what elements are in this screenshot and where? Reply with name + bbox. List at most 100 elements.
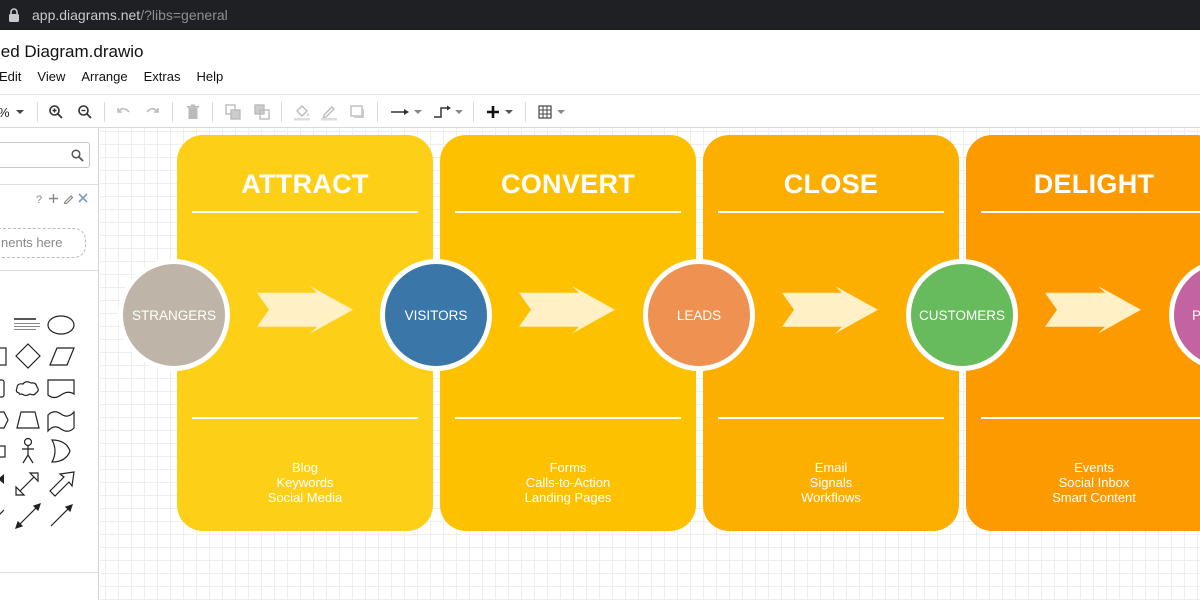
zoom-in-button[interactable]: [48, 103, 64, 121]
divider: [455, 417, 681, 419]
chevron-down-icon: [505, 109, 513, 114]
stage-item: Blog: [291, 460, 319, 475]
delete-button[interactable]: [186, 103, 200, 121]
paint-bucket-icon: [294, 105, 310, 121]
ellipse-shape[interactable]: [47, 315, 75, 335]
connection-style-button[interactable]: [390, 103, 422, 121]
process-shape[interactable]: [0, 445, 6, 458]
bidirectional-arrow-shape[interactable]: [15, 472, 39, 496]
or-shape[interactable]: [50, 439, 71, 463]
menu-view[interactable]: View: [37, 69, 66, 84]
flow-arrow-icon[interactable]: [782, 286, 878, 334]
diamond-shape[interactable]: [15, 343, 41, 369]
cloud-shape[interactable]: [15, 381, 39, 397]
arrow-right-icon: [391, 109, 409, 115]
arrow-shape[interactable]: [0, 474, 4, 484]
diagram-canvas[interactable]: ATTRACT Blog Keywords Social Media CONVE…: [100, 128, 1200, 600]
address-bar[interactable]: app.diagrams.net/?libs=general: [0, 0, 1200, 30]
stage-items: Email Signals Workflows: [703, 460, 959, 505]
flow-arrow-icon[interactable]: [257, 286, 353, 334]
stage-circle-customers[interactable]: CUSTOMERS: [906, 259, 1018, 371]
edit-icon[interactable]: [63, 193, 74, 204]
trash-icon: [187, 104, 199, 119]
hexagon-shape[interactable]: [0, 411, 9, 429]
menu-arrange[interactable]: Arrange: [81, 69, 128, 84]
separator: [525, 102, 526, 122]
separator: [172, 102, 173, 122]
stage-circle-visitors[interactable]: VISITORS: [380, 259, 492, 371]
zoom-out-icon: [78, 105, 92, 119]
tape-shape[interactable]: [47, 410, 75, 433]
cylinder-shape[interactable]: [0, 379, 5, 398]
stage-item: Events: [1074, 460, 1114, 475]
waypoints-button[interactable]: [433, 103, 463, 121]
stage-item: Smart Content: [1052, 490, 1136, 505]
menu-help[interactable]: Help: [196, 69, 224, 84]
table-button[interactable]: [538, 103, 565, 121]
stage-items: Blog Keywords Social Media: [177, 460, 433, 505]
trapezoid-shape[interactable]: [16, 411, 40, 429]
menu-edit[interactable]: Edit: [0, 69, 22, 84]
document-title[interactable]: led Diagram.drawio: [0, 42, 144, 61]
bidirectional-connector-shape[interactable]: [15, 503, 41, 529]
add-icon[interactable]: [48, 193, 59, 204]
rectangle-shape[interactable]: [0, 347, 7, 366]
toolbar: %: [0, 94, 1200, 128]
flow-arrow-icon[interactable]: [1045, 286, 1141, 334]
stage-item: Keywords: [276, 475, 334, 490]
separator: [377, 102, 378, 122]
divider: [981, 417, 1200, 419]
undo-button[interactable]: [116, 103, 132, 121]
table-icon: [538, 105, 552, 119]
zoom-in-icon: [49, 105, 63, 119]
separator: [281, 102, 282, 122]
url-text[interactable]: app.diagrams.net/?libs=general: [32, 7, 228, 23]
help-icon[interactable]: ?: [36, 193, 44, 205]
line-shape[interactable]: [0, 509, 5, 516]
zoom-dropdown[interactable]: %: [0, 103, 25, 121]
heading-shape[interactable]: [14, 318, 40, 330]
lock-icon: [9, 8, 19, 22]
chevron-down-icon: [455, 109, 463, 114]
divider: [455, 211, 681, 213]
stage-items: Forms Calls-to-Action Landing Pages: [440, 460, 696, 505]
zoom-label: %: [0, 105, 10, 120]
shape-search-input[interactable]: [0, 142, 90, 168]
divider: [192, 417, 418, 419]
divider: [0, 572, 98, 573]
chevron-down-icon: [15, 110, 24, 114]
separator: [473, 102, 474, 122]
line-color-button[interactable]: [320, 103, 338, 121]
to-front-button[interactable]: [225, 103, 241, 121]
block-arrow-shape[interactable]: [49, 471, 75, 497]
fill-color-button[interactable]: [293, 103, 311, 121]
scratchpad-drop-area[interactable]: nents here: [0, 228, 86, 258]
undo-icon: [117, 107, 130, 113]
search-icon: [71, 149, 84, 162]
document-shape[interactable]: [47, 379, 75, 399]
plus-icon: [487, 106, 499, 118]
stage-title: DELIGHT: [1033, 169, 1155, 199]
directional-connector-shape[interactable]: [50, 504, 73, 527]
menu-bar: Edit View Arrange Extras Help: [0, 69, 239, 87]
shadow-button[interactable]: [350, 103, 366, 121]
flow-arrow-icon[interactable]: [519, 286, 615, 334]
zoom-out-button[interactable]: [77, 103, 93, 121]
scratchpad-controls: ?: [36, 193, 88, 205]
menu-extras[interactable]: Extras: [143, 69, 181, 84]
general-shapes-palette: [0, 315, 75, 529]
svg-text:?: ?: [36, 194, 42, 205]
redo-button[interactable]: [144, 103, 160, 121]
separator: [212, 102, 213, 122]
stage-circle-leads[interactable]: LEADS: [643, 259, 755, 371]
to-back-button[interactable]: [254, 103, 270, 121]
shadow-icon: [350, 105, 364, 118]
insert-button[interactable]: [486, 103, 513, 121]
close-icon[interactable]: [78, 193, 88, 203]
divider: [718, 211, 944, 213]
parallelogram-shape[interactable]: [49, 347, 75, 366]
stage-item: Forms: [549, 460, 587, 475]
stage-item: Social Inbox: [1058, 475, 1130, 490]
stage-circle-strangers[interactable]: STRANGERS: [118, 259, 230, 371]
actor-shape[interactable]: [22, 437, 34, 464]
